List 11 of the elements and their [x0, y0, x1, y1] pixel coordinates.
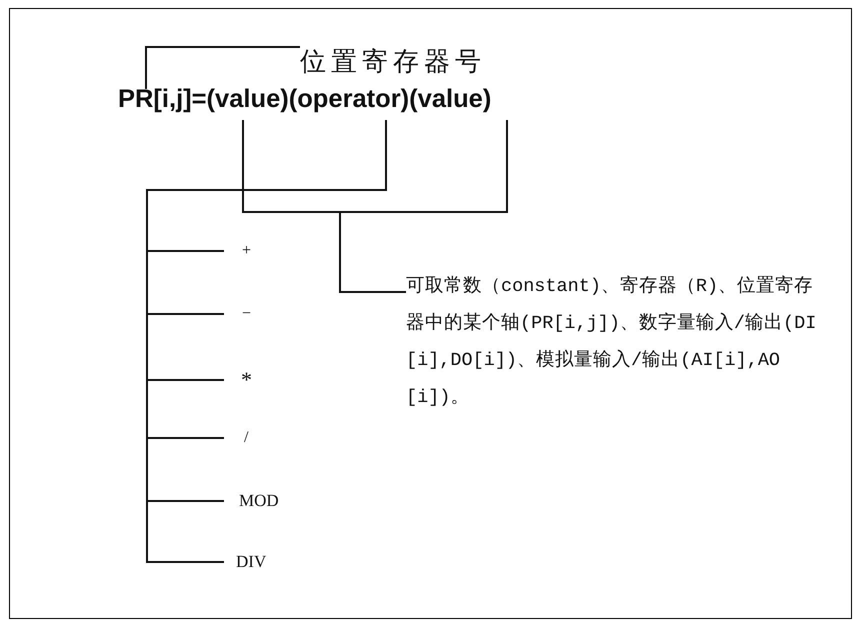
operator-label: +: [224, 242, 252, 260]
operator-label: MOD: [224, 491, 279, 511]
formula-text: PR[i,j]=(value)(operator)(value): [118, 85, 492, 114]
operator-label: −: [224, 305, 252, 323]
operator-label: /: [224, 429, 248, 447]
operator-label: DIV: [224, 552, 266, 572]
register-number-label: 位置寄存器号: [300, 44, 486, 79]
operand-description: 可取常数（constant)、寄存器（R)、位置寄存器中的某个轴(PR[i,j])、数字量输入/输出(DI[i],DO[i])、模拟量输入/输出(AI[i],AO[i])。: [406, 268, 831, 416]
operator-label: *: [224, 367, 252, 393]
leader-line: [145, 46, 300, 89]
leader-line: [339, 120, 508, 293]
